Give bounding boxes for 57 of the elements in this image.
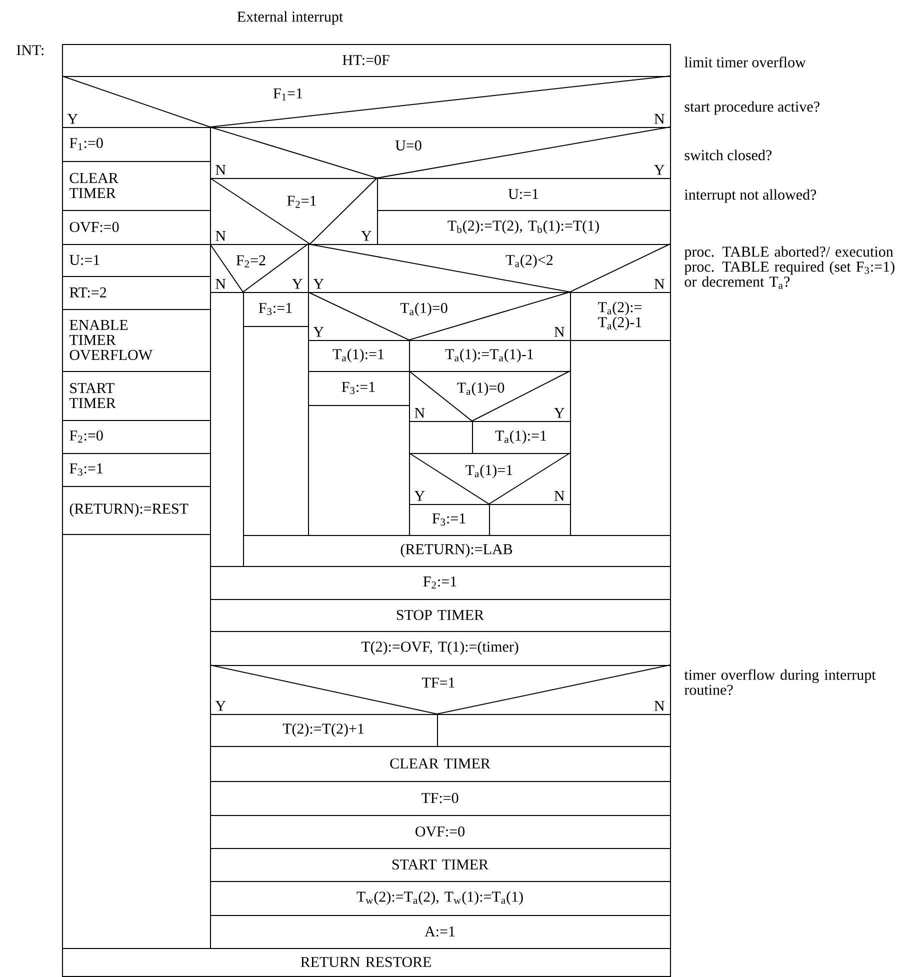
statement-box: T(2):=T(2)+1 bbox=[210, 714, 438, 747]
statement-box: CLEAR TIMER bbox=[62, 161, 211, 211]
statement-box: T$_{a}$(2):= T$_{a}$(2)-1 bbox=[570, 292, 671, 341]
decision-box: F$_{1}$=1 Y N bbox=[62, 76, 671, 128]
heading: External interrupt bbox=[237, 11, 344, 25]
statement-box: U:=1 bbox=[62, 244, 211, 277]
empty-box bbox=[409, 421, 473, 454]
statement-box: F$_{2}$:=0 bbox=[62, 420, 211, 454]
decision-box: T$_{a}$(2)<2 Y N bbox=[308, 244, 671, 293]
statement-box: START TIMER bbox=[210, 848, 671, 882]
decision-box: T$_{a}$(1)=1 Y N bbox=[408, 452, 571, 505]
statement-box: RT:=2 bbox=[62, 276, 211, 310]
comment-text: timer overflow during interrupt routine? bbox=[684, 669, 876, 695]
statement-box: T$_{b}$(2):=T(2), T$_{b}$(1):=T(1) bbox=[377, 210, 671, 245]
statement-box: F$_{3}$:=1 bbox=[409, 504, 490, 536]
statement-box: T(2):=OVF, T(1):=(timer) bbox=[210, 631, 671, 666]
comment-text: start procedure active? bbox=[684, 101, 820, 115]
comment-text: interrupt not allowed? bbox=[684, 189, 816, 203]
statement-box: HT:=0F bbox=[62, 44, 671, 77]
empty-box bbox=[437, 714, 671, 747]
statement-box: T$_{a}$(1):=1 bbox=[472, 421, 571, 454]
statement-box: F$_{2}$:=1 bbox=[210, 566, 671, 600]
empty-box bbox=[243, 326, 309, 536]
comment-text: proc. TABLE aborted?/ execution proc. TABLE required (set F$_{3}$:=1) or decrement T$_{a}$? bbox=[684, 246, 894, 289]
statement-box: F$_{3}$:=1 bbox=[308, 371, 410, 406]
empty-box bbox=[489, 504, 571, 536]
statement-box: OVF:=0 bbox=[62, 210, 211, 245]
statement-box: ENABLE TIMER OVERFLOW bbox=[62, 309, 211, 372]
statement-box: T$_{a}$(1):=1 bbox=[308, 340, 410, 372]
comment-text: switch closed? bbox=[684, 150, 772, 160]
comment-text: limit timer overflow bbox=[684, 56, 806, 68]
statement-box: F$_{3}$:=1 bbox=[62, 453, 211, 487]
statement-box: F$_{3}$:=1 bbox=[243, 292, 309, 327]
statement-box: (RETURN):=LAB bbox=[243, 535, 671, 567]
decision-box: F$_{2}$=2 N Y bbox=[210, 244, 309, 293]
decision-box: TF=1 Y N bbox=[210, 664, 671, 715]
decision-box: F$_{2}$=1 N Y bbox=[210, 178, 378, 245]
empty-box bbox=[308, 405, 410, 536]
statement-box: STOP TIMER bbox=[210, 599, 671, 632]
statement-box: U:=1 bbox=[377, 178, 671, 211]
statement-box: T$_{w}$(2):=T$_{a}$(2), T$_{w}$(1):=T$_{a}$(1) bbox=[210, 881, 671, 916]
statement-box: OVF:=0 bbox=[210, 815, 671, 849]
statement-box: A:=1 bbox=[210, 915, 671, 949]
empty-box bbox=[62, 534, 211, 949]
decision-box: U=0 N Y bbox=[210, 126, 671, 179]
statement-box: RETURN RESTORE bbox=[62, 948, 671, 977]
statement-box: TF:=0 bbox=[210, 781, 671, 816]
statement-box: START TIMER bbox=[62, 371, 211, 421]
empty-box bbox=[570, 340, 671, 536]
decision-box: T$_{a}$(1)=0 N Y bbox=[408, 370, 571, 422]
statement-box: (RETURN):=REST bbox=[62, 486, 211, 535]
label: INT: bbox=[16, 45, 44, 56]
statement-box: T$_{a}$(1):=T$_{a}$(1)-1 bbox=[409, 340, 571, 372]
statement-box: CLEAR TIMER bbox=[210, 746, 671, 782]
statement-box: F$_{1}$:=0 bbox=[62, 127, 211, 162]
decision-box: T$_{a}$(1)=0 Y N bbox=[308, 292, 571, 341]
empty-box bbox=[210, 292, 244, 567]
